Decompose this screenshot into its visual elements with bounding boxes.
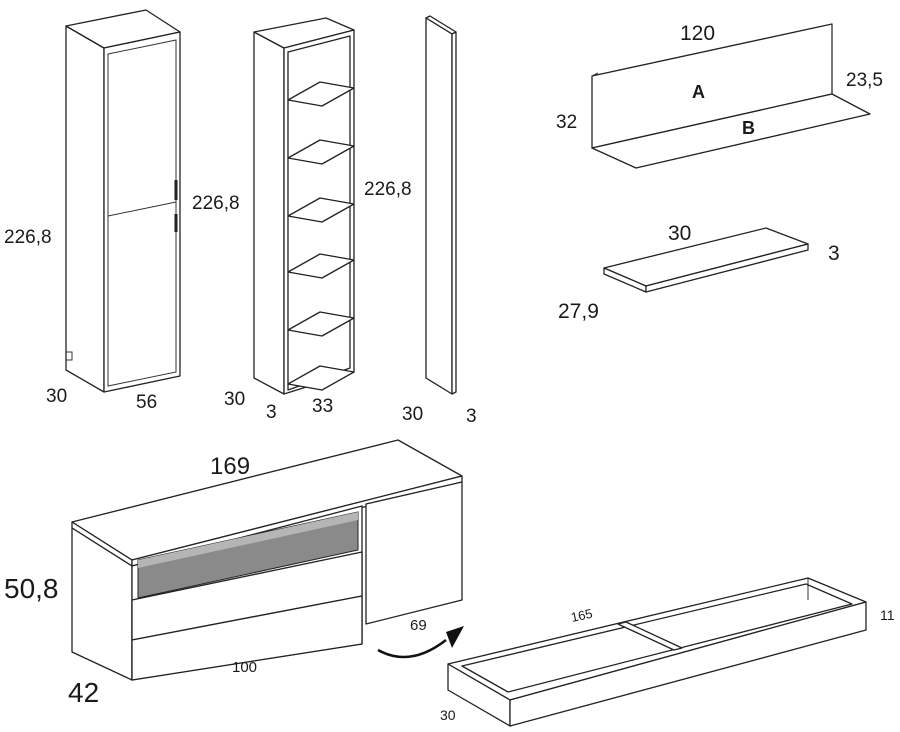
arrow-icon: [377, 626, 464, 659]
small-shelf-depth-label: 27,9: [558, 300, 599, 323]
wall-shelf: [591, 23, 871, 169]
side-panel: [425, 15, 457, 395]
bookcase-shelf: [287, 197, 355, 223]
tv-unit-side-width-label: 69: [410, 617, 427, 634]
bookcase-side: [253, 31, 285, 395]
bookcase-width-label: 33: [312, 396, 333, 417]
wall-shelf-height-label: 32: [556, 112, 577, 133]
tall-cabinet-door-split: [107, 201, 177, 217]
small-shelf-thickness-label: 3: [828, 242, 840, 265]
bookcase-shelves: [287, 81, 355, 391]
tall-cabinet-door-frame: [107, 39, 177, 387]
tall-cabinet-front: [103, 31, 181, 393]
base-frame-front-right: [509, 601, 867, 727]
tv-unit-drawer-lower: [131, 595, 363, 681]
tall-cabinet-plinth-notch: [66, 351, 73, 361]
tall-cabinet-side: [65, 25, 105, 393]
bookcase-shelf: [287, 139, 355, 165]
bookcase-depth-label: 30: [224, 389, 245, 410]
tv-unit-top-width-label: 169: [210, 453, 250, 480]
side-panel-height-label: 226,8: [364, 179, 412, 200]
base-frame-length-label: 165: [570, 606, 594, 625]
bookcase-shelf: [287, 253, 355, 279]
bookcase-shelf: [287, 365, 355, 391]
tv-unit: [71, 439, 463, 681]
tv-unit-niche-shade: [138, 512, 358, 568]
base-frame-height-label: 11: [880, 607, 895, 623]
bookcase-shelf: [287, 81, 355, 107]
tv-unit-depth-label: 42: [68, 677, 99, 708]
side-panel-thickness-label: 3: [466, 406, 477, 427]
tall-cabinet-width-label: 56: [136, 392, 157, 413]
small-shelf-side: [645, 243, 809, 293]
bookcase-panel-label: 3: [266, 402, 277, 423]
wall-shelf-width-label: 120: [680, 22, 715, 45]
wall-shelf-edge: [591, 72, 599, 77]
tv-unit-open-niche: [137, 511, 359, 599]
small-shelf-width-label: 30: [668, 222, 691, 245]
wall-shelf-depth-label: 23,5: [846, 70, 883, 91]
small-shelf: [603, 227, 809, 293]
tall-cabinet: [65, 9, 181, 393]
tall-cabinet-depth-label: 30: [46, 386, 67, 407]
tv-unit-base-width-label: 100: [232, 659, 257, 676]
bookcase: [253, 17, 355, 395]
tv-unit-right-door: [365, 481, 463, 625]
tall-cabinet-height-label: 226,8: [4, 227, 52, 248]
arrow-curve: [377, 639, 447, 659]
bookcase-shelf: [287, 311, 355, 337]
base-frame: [447, 577, 867, 727]
wall-shelf-label-a: A: [692, 82, 705, 102]
side-panel-face: [425, 17, 453, 395]
arrow-head: [446, 626, 464, 648]
bookcase-height-label: 226,8: [192, 193, 240, 214]
base-frame-depth-label: 30: [440, 707, 456, 723]
side-panel-edge: [451, 31, 457, 395]
wall-shelf-base: [591, 93, 871, 169]
base-frame-divider: [617, 621, 683, 651]
tv-unit-height-label: 50,8: [4, 573, 59, 604]
wall-shelf-label-b: B: [742, 118, 755, 138]
side-panel-depth-label: 30: [402, 404, 423, 425]
